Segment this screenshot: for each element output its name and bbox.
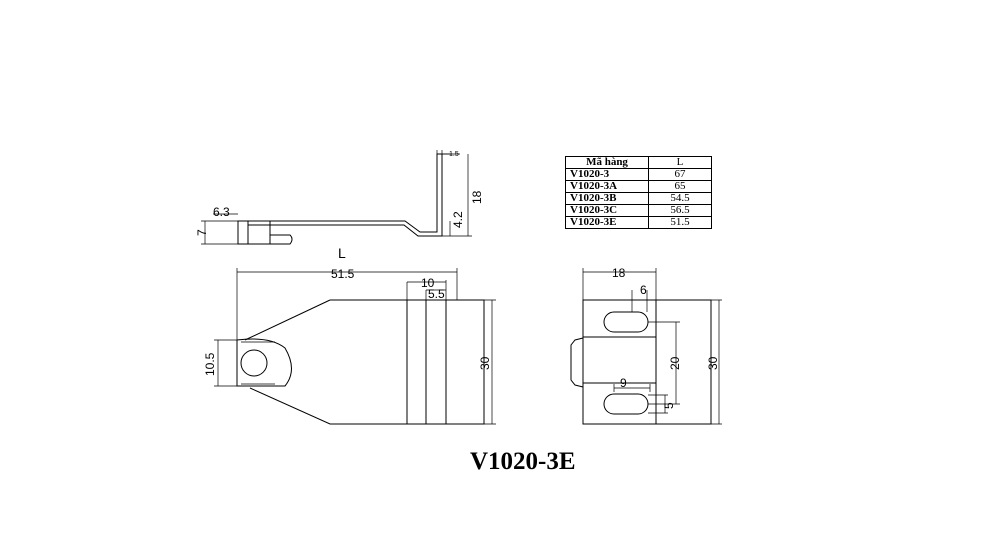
model-label: V1020-3E: [470, 448, 576, 475]
dim-plate-height: 30: [478, 356, 492, 370]
dim-front-height: 30: [706, 356, 720, 370]
dim-side-offset: 4.2: [451, 211, 465, 228]
dim-tab-width: 10.5: [203, 352, 217, 376]
dim-side-top: 1.5: [449, 151, 459, 158]
dim-side-thickness: 6.3: [213, 205, 230, 219]
dim-side-height: 18: [470, 190, 484, 204]
table-cell-length: 56.5: [648, 204, 712, 217]
table-cell-length: 54.5: [648, 192, 712, 205]
dim-length-value: 51.5: [331, 267, 355, 281]
table-header-row: Mã hàng L: [565, 156, 712, 169]
table-cell-length: 67: [648, 168, 712, 181]
table-row: V1020-3 67: [565, 168, 712, 181]
table-cell-code: V1020-3A: [565, 180, 649, 193]
table-cell-length: 51.5: [648, 216, 712, 229]
dim-front-width: 18: [612, 266, 626, 280]
table-row: V1020-3A 65: [565, 180, 712, 193]
front-view: 18 6 20 30 9 5: [570, 266, 722, 425]
table-header-code: Mã hàng: [565, 156, 649, 169]
table-cell-code: V1020-3E: [565, 216, 649, 229]
table-header-length: L: [648, 156, 712, 169]
table-row: V1020-3B 54.5: [565, 192, 712, 205]
table-cell-length: 65: [648, 180, 712, 193]
table-row: V1020-3C 56.5: [565, 204, 712, 217]
dim-slot-gap: 5.5: [428, 287, 445, 301]
dim-side-height-left: 7: [195, 229, 209, 236]
table-cell-code: V1020-3: [565, 168, 649, 181]
product-table: Mã hàng L V1020-3 67 V1020-3A 65 V1020-3…: [565, 156, 712, 229]
table-cell-code: V1020-3B: [565, 192, 649, 205]
dim-hole-width: 5: [662, 402, 676, 409]
side-view: 6.3 7 18 4.2 1.5: [195, 150, 484, 245]
dim-hole-offset: 6: [640, 283, 647, 297]
top-view: L 51.5 10 5.5 10.5 30: [203, 245, 496, 425]
dim-length-label: L: [338, 245, 346, 261]
dim-hole-length: 9: [620, 376, 627, 390]
table-cell-code: V1020-3C: [565, 204, 649, 217]
table-row: V1020-3E 51.5: [565, 216, 712, 229]
dim-slot-width: 10: [421, 276, 435, 290]
dim-hole-spacing: 20: [668, 356, 682, 370]
